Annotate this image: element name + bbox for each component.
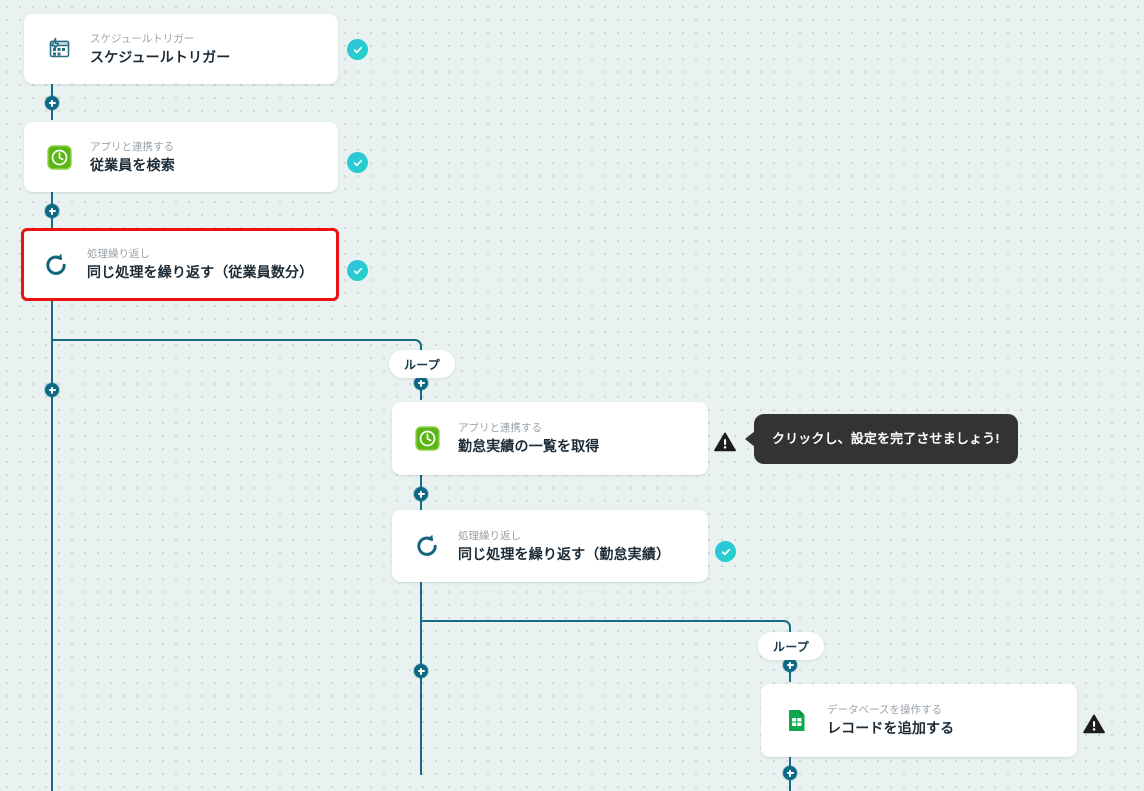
node-subtitle: 処理繰り返し — [458, 529, 521, 542]
add-step-button[interactable] — [783, 766, 797, 780]
node-title: スケジュールトリガー — [90, 48, 231, 65]
node-card-repeat-employees[interactable]: 処理繰り返し 同じ処理を繰り返す（従業員数分） — [21, 228, 339, 301]
calendar-bolt-icon — [42, 32, 76, 66]
node-subtitle: アプリと連携する — [458, 422, 542, 434]
node-subtitle: データベースを操作する — [827, 704, 942, 716]
check-icon — [353, 267, 362, 274]
edge-branch-to-loop-2 — [420, 620, 791, 646]
node-title: 同じ処理を繰り返す（勤怠実績） — [458, 545, 671, 562]
check-icon — [353, 159, 362, 166]
node-subtitle: アプリと連携する — [90, 140, 174, 153]
status-badge-warning[interactable] — [714, 432, 736, 452]
status-badge-check[interactable] — [347, 260, 368, 281]
node-title: 勤怠実績の一覧を取得 — [458, 438, 600, 454]
node-card-repeat-attendance[interactable]: 処理繰り返し 同じ処理を繰り返す（勤怠実績） — [392, 510, 708, 582]
status-badge-check[interactable] — [347, 152, 368, 173]
node-card-get-attendance-list[interactable]: アプリと連携する 勤怠実績の一覧を取得 — [392, 402, 708, 475]
node-subtitle: スケジュールトリガー — [90, 32, 195, 45]
node-card-search-employee[interactable]: アプリと連携する 従業員を検索 — [24, 122, 338, 192]
green-clock-app-icon — [42, 140, 76, 174]
node-title: レコードを追加する — [827, 720, 955, 736]
add-step-button[interactable] — [45, 96, 59, 110]
node-subtitle: 処理繰り返し — [87, 248, 150, 260]
edge-loop1-trunk — [420, 620, 422, 775]
add-step-button[interactable] — [414, 376, 428, 390]
node-text-group: アプリと連携する 従業員を検索 — [90, 140, 175, 175]
node-text-group: データベースを操作する レコードを追加する — [827, 703, 954, 738]
node-title: 同じ処理を繰り返す（従業員数分） — [87, 264, 314, 280]
status-badge-check[interactable] — [715, 541, 736, 562]
edge-trunk-main — [51, 339, 53, 791]
loop-label-2[interactable]: ループ — [758, 632, 825, 660]
edge-repeat2-down — [420, 582, 422, 621]
node-text-group: アプリと連携する 勤怠実績の一覧を取得 — [458, 421, 599, 456]
green-spreadsheet-icon — [779, 704, 813, 738]
loop-label-1[interactable]: ループ — [389, 350, 456, 378]
status-badge-check[interactable] — [347, 39, 368, 60]
add-step-button[interactable] — [414, 487, 428, 501]
green-clock-app-icon — [410, 422, 444, 456]
warning-triangle-icon — [714, 432, 736, 452]
node-card-schedule-trigger[interactable]: スケジュールトリガー スケジュールトリガー — [24, 14, 338, 84]
edge-repeat-down — [51, 301, 53, 340]
add-step-button[interactable] — [45, 383, 59, 397]
add-step-button[interactable] — [783, 658, 797, 672]
warning-triangle-icon — [1083, 714, 1105, 734]
node-text-group: 処理繰り返し 同じ処理を繰り返す（従業員数分） — [87, 247, 313, 282]
tooltip-complete-settings: クリックし、設定を完了させましょう! — [754, 414, 1018, 464]
node-text-group: スケジュールトリガー スケジュールトリガー — [90, 32, 230, 67]
loop-arrow-icon — [39, 248, 73, 282]
add-step-button[interactable] — [45, 204, 59, 218]
check-icon — [353, 46, 362, 53]
status-badge-warning[interactable] — [1083, 714, 1105, 734]
node-text-group: 処理繰り返し 同じ処理を繰り返す（勤怠実績） — [458, 529, 670, 564]
check-icon — [721, 548, 730, 555]
node-card-add-record[interactable]: データベースを操作する レコードを追加する — [761, 684, 1077, 757]
node-title: 従業員を検索 — [90, 156, 175, 173]
add-step-button[interactable] — [414, 664, 428, 678]
loop-arrow-icon — [410, 529, 444, 563]
edge-branch-to-loop-1 — [51, 339, 422, 365]
